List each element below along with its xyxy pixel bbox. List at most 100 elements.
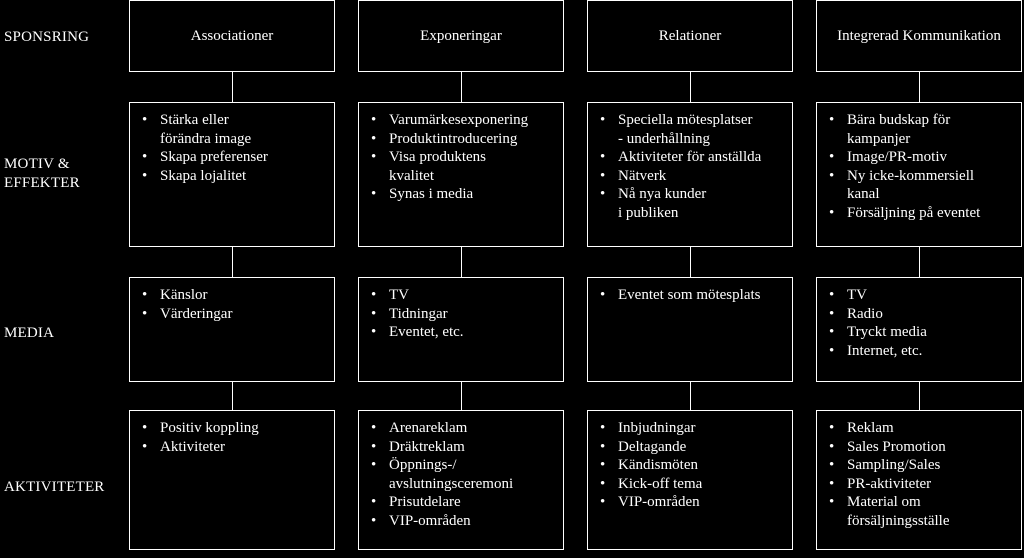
row-label-media: MEDIA [4, 325, 55, 341]
list-item-text: Produktintroducering [389, 130, 518, 147]
list-item: •Tidningar [369, 305, 557, 324]
aktiviteter-box-4: • Reklam • Sales Promotion • Sampling/Sales•P… [816, 410, 1022, 550]
list-item-text: Skapa preferenser [160, 149, 268, 166]
list-item: •Prisutdelare [369, 493, 557, 512]
bullet-icon: • [371, 438, 377, 455]
connector-line [919, 72, 920, 102]
bullet-icon: • [600, 112, 606, 128]
motiv-box-1: •Stärka eller förändra image•Skapa prefe… [129, 102, 335, 247]
list-item-text: Ny icke-kommersiell kanal [847, 167, 975, 203]
connector-line [461, 72, 462, 102]
list-item-text: Kick-off tema [618, 475, 703, 492]
list-item: •Arenareklam [369, 419, 557, 438]
list-item: •Försäljning på eventet [827, 204, 1015, 223]
media-list: •Känslor•Värderingar [130, 278, 334, 323]
list-item-text: Positiv koppling [160, 420, 259, 436]
row-label-sponsring: SPONSRING [4, 29, 90, 45]
bullet-icon: • [371, 305, 377, 322]
bullet-icon: • [829, 167, 835, 184]
bullet-icon: • [142, 149, 148, 166]
bullet-icon: • [600, 457, 606, 474]
list-item-text: Deltagande [618, 438, 687, 455]
bullet-icon: • [600, 186, 606, 203]
list-item-text: Sampling/Sales [847, 457, 941, 474]
list-item: •Synas i media [369, 185, 557, 204]
bullet-icon: • [600, 475, 606, 492]
list-item-text: Image/PR-motiv [847, 149, 947, 166]
connector-line [690, 382, 691, 410]
list-item-text: TV [389, 287, 409, 303]
list-item: •Visa produktens kvalitet [369, 148, 557, 185]
list-item-text: Material om försäljningsställe [847, 494, 950, 529]
connector-line [461, 247, 462, 277]
list-item: •Eventet som mötesplats [598, 286, 786, 305]
list-item: •PR-aktiviteter [827, 475, 1015, 494]
list-item: • Aktiviteter [140, 438, 328, 457]
bullet-icon: • [371, 186, 377, 203]
list-item: •Öppnings-/ avslutningsceremoni [369, 456, 557, 493]
motiv-list: • Varumärkesexponering • Produktintroduceri… [359, 103, 563, 204]
list-item: •Värderingar [140, 305, 328, 324]
list-item-text: Internet, etc. [847, 342, 923, 359]
bullet-icon: • [829, 438, 835, 455]
media-list: •Eventet som mötesplats [588, 278, 792, 305]
column-header-4: Integrerad Kommunikation [816, 0, 1022, 72]
aktiviteter-list: •Arenareklam• Dräktreklam•Öppnings-/ avsl… [359, 411, 563, 531]
list-item-text: Sales Promotion [847, 438, 946, 455]
bullet-icon: • [829, 342, 835, 359]
list-item: • Image/PR-motiv [827, 148, 1015, 167]
list-item: • Ny icke-kommersiell kanal [827, 167, 1015, 204]
list-item-text: Prisutdelare [389, 494, 461, 511]
bullet-icon: • [142, 438, 148, 455]
aktiviteter-box-3: •Inbjudningar•Deltagande•Kändismöten•Kic… [587, 410, 793, 550]
bullet-icon: • [600, 494, 606, 511]
list-item-text: Bära budskap för kampanjer [847, 112, 951, 147]
list-item-text: Känslor [160, 287, 208, 303]
bullet-icon: • [600, 438, 606, 455]
list-item-text: Aktiviteter för anställda [618, 149, 762, 166]
list-item-text: Nå nya kunder i publiken [618, 186, 707, 221]
list-item: •Kändismöten [598, 456, 786, 475]
list-item: • Reklam [827, 419, 1015, 438]
list-item-text: Tryckt media [847, 324, 927, 341]
list-item: • Skapa preferenser [140, 148, 328, 167]
media-list: •TV•Tidningar•Eventet, etc. [359, 278, 563, 342]
list-item: • Varumärkesexponering [369, 111, 557, 130]
list-item-text: Värderingar [160, 305, 233, 322]
list-item-text: Skapa lojalitet [160, 167, 247, 184]
bullet-icon: • [829, 494, 835, 511]
media-box-3: •Eventet som mötesplats [587, 277, 793, 382]
bullet-icon: • [829, 149, 835, 166]
connector-line [919, 382, 920, 410]
bullet-icon: • [142, 420, 148, 436]
connector-line [690, 247, 691, 277]
motiv-list: • Bära budskap för kampanjer • Image/PR-mot… [817, 103, 1021, 223]
aktiviteter-box-2: •Arenareklam• Dräktreklam•Öppnings-/ avsl… [358, 410, 564, 550]
bullet-icon: • [829, 420, 835, 436]
list-item-text: Dräktreklam [389, 438, 465, 455]
list-item: •Radio [827, 305, 1015, 324]
list-item-text: Aktiviteter [160, 438, 225, 455]
list-item-text: Radio [847, 305, 883, 322]
list-item-text: Varumärkesexponering [389, 112, 529, 128]
list-item: •Skapa lojalitet [140, 167, 328, 186]
bullet-icon: • [829, 204, 835, 221]
list-item: • VIP-områden [598, 493, 786, 512]
list-item: •TV [827, 286, 1015, 305]
list-item: •Tryckt media [827, 323, 1015, 342]
bullet-icon: • [600, 287, 606, 303]
bullet-icon: • [371, 112, 377, 128]
bullet-icon: • [829, 112, 835, 128]
list-item-text: VIP-områden [618, 494, 700, 511]
list-item-text: Reklam [847, 420, 894, 436]
list-item: • Bära budskap för kampanjer [827, 111, 1015, 148]
list-item: • Material om försäljningsställe [827, 493, 1015, 530]
list-item: •Speciella mötesplatser - underhållning [598, 111, 786, 148]
bullet-icon: • [371, 287, 377, 303]
list-item: • Kick-off tema [598, 475, 786, 494]
connector-line [919, 247, 920, 277]
column-header-1: Associationer [129, 0, 335, 72]
list-item: • Sales Promotion [827, 438, 1015, 457]
list-item: •Känslor [140, 286, 328, 305]
media-box-1: •Känslor•Värderingar [129, 277, 335, 382]
